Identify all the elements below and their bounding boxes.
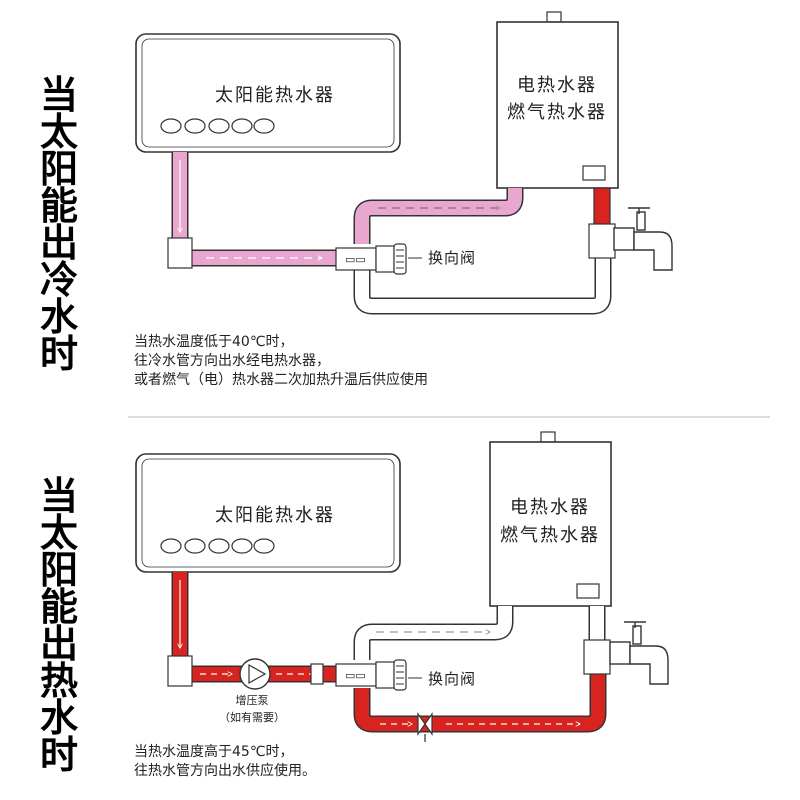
diverter-valve-top: ▭▭ [335,243,407,275]
top-title-char: 水 [39,295,78,339]
check-valve [417,712,433,742]
top-title-char: 出 [39,221,78,265]
valve-label-bottom: 换向阀 [428,670,476,688]
top-note-line: 或者燃气（电）热水器二次加热升温后供应使用 [134,372,428,388]
svg-text:▭▭: ▭▭ [345,253,366,266]
bottom-title-char: 水 [39,696,78,740]
pump-label: 增压泵 [236,693,269,707]
svg-text:▭▭: ▭▭ [345,669,366,682]
top-note-line: 往冷水管方向出水经电热水器， [134,353,330,369]
electric-heater-label-top: 电热水器 [517,75,597,96]
top-title-char: 当 [39,73,78,117]
cold-pipe-top [171,152,336,267]
valve-label-top: 换向阀 [428,249,476,267]
solar-heater-tank-top [135,33,401,153]
solar-heater-tank-bottom [135,453,401,573]
gas-heater-label-top: 燃气热水器 [507,102,607,123]
bottom-title-char: 太 [39,511,78,555]
bottom-title-char: 当 [39,474,78,518]
faucet-bottom [609,621,669,685]
top-note-line: 当热水温度低于40℃时， [134,334,294,350]
bottom-note-line: 往热水管方向出水供应使用。 [134,763,316,779]
electric-gas-heater-bottom [489,441,612,607]
top-note: 当热水温度低于40℃时， 往冷水管方向出水经电热水器， 或者燃气（电）热水器二次… [134,333,428,390]
bottom-note: 当热水温度高于45℃时， 往热水管方向出水供应使用。 [134,743,316,781]
heater-display-top [582,165,606,181]
gas-heater-label-bottom: 燃气热水器 [500,525,600,546]
electric-gas-heater-top [496,21,619,189]
faucet-top [613,207,673,271]
heater-display-bottom [576,583,600,599]
bottom-title-char: 热 [39,659,78,703]
bottom-title-char: 阳 [39,548,78,592]
heater-hanger-bottom [540,431,556,443]
top-title-char: 冷 [39,258,78,302]
cold-pipe-to-heater-top [353,188,524,244]
indicator-lights-top [160,118,275,134]
electric-heater-label-bottom: 电热水器 [510,497,590,518]
bottom-panel: 太阳能热水器 电热水器 燃气热水器 增压泵 （如有需要） [135,431,669,742]
indicator-lights-bottom [160,538,275,554]
heater-hanger-top [546,11,562,23]
solar-heater-label-bottom: 太阳能热水器 [215,505,335,526]
pump-note: （如有需要） [219,710,285,724]
bottom-title-char: 能 [39,585,78,629]
top-title-char: 太 [39,110,78,154]
top-title-char: 时 [39,332,78,376]
top-panel: 太阳能热水器 电热水器 燃气热水器 [135,11,673,315]
bottom-note-line: 当热水温度高于45℃时， [134,744,294,760]
bottom-title-char: 时 [39,733,78,777]
diverter-valve-bottom: ▭▭ [335,659,407,691]
bottom-title-char: 出 [39,622,78,666]
top-title-char: 能 [39,184,78,228]
solar-heater-label-top: 太阳能热水器 [215,85,335,106]
top-side-title: 当 太 阳 能 出 冷 水 时 [29,73,89,376]
booster-pump [239,658,271,690]
top-title-char: 阳 [39,147,78,191]
bottom-side-title: 当 太 阳 能 出 热 水 时 [29,474,89,777]
